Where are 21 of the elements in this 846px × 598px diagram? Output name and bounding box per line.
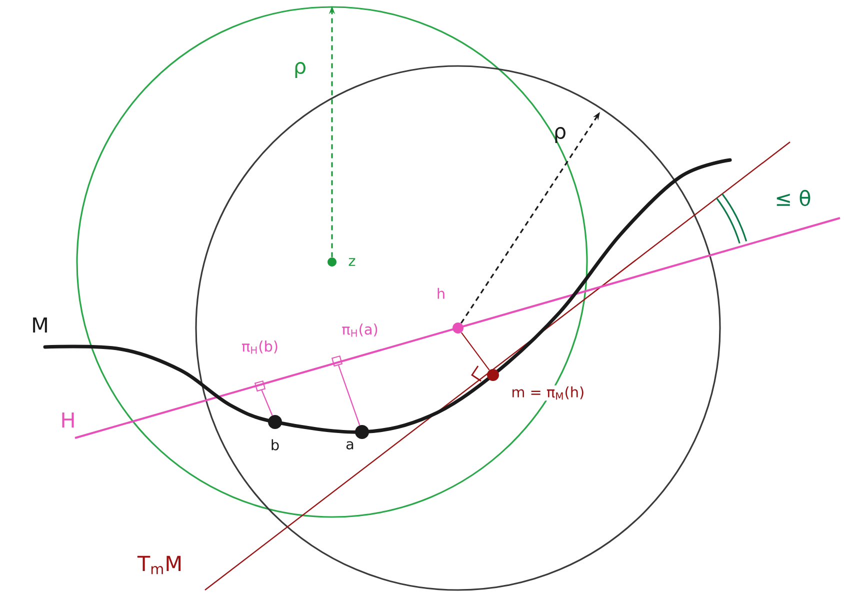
connector-line	[460, 332, 490, 370]
edge-label: ρ	[555, 127, 566, 143]
point	[268, 415, 282, 429]
point-label: z	[347, 257, 357, 267]
connector-line	[261, 390, 273, 416]
point	[452, 322, 464, 334]
label: H	[62, 412, 74, 428]
point-label: h	[435, 286, 447, 300]
point	[487, 369, 499, 381]
point-label: π$_{H}$(b)	[240, 340, 280, 355]
point-label: π$_{H}$(a)	[340, 322, 380, 338]
edge-label: ρ	[295, 62, 306, 78]
label: ≤ θ	[776, 190, 810, 206]
point	[355, 425, 369, 439]
connector-line	[338, 365, 360, 426]
point-label: b	[269, 438, 281, 452]
point	[328, 258, 336, 266]
point-label: a	[344, 440, 356, 450]
label: T$_{m}$M	[137, 556, 181, 574]
point-label: m = π$_{M}$(h)	[510, 385, 586, 401]
label: M	[33, 317, 47, 333]
